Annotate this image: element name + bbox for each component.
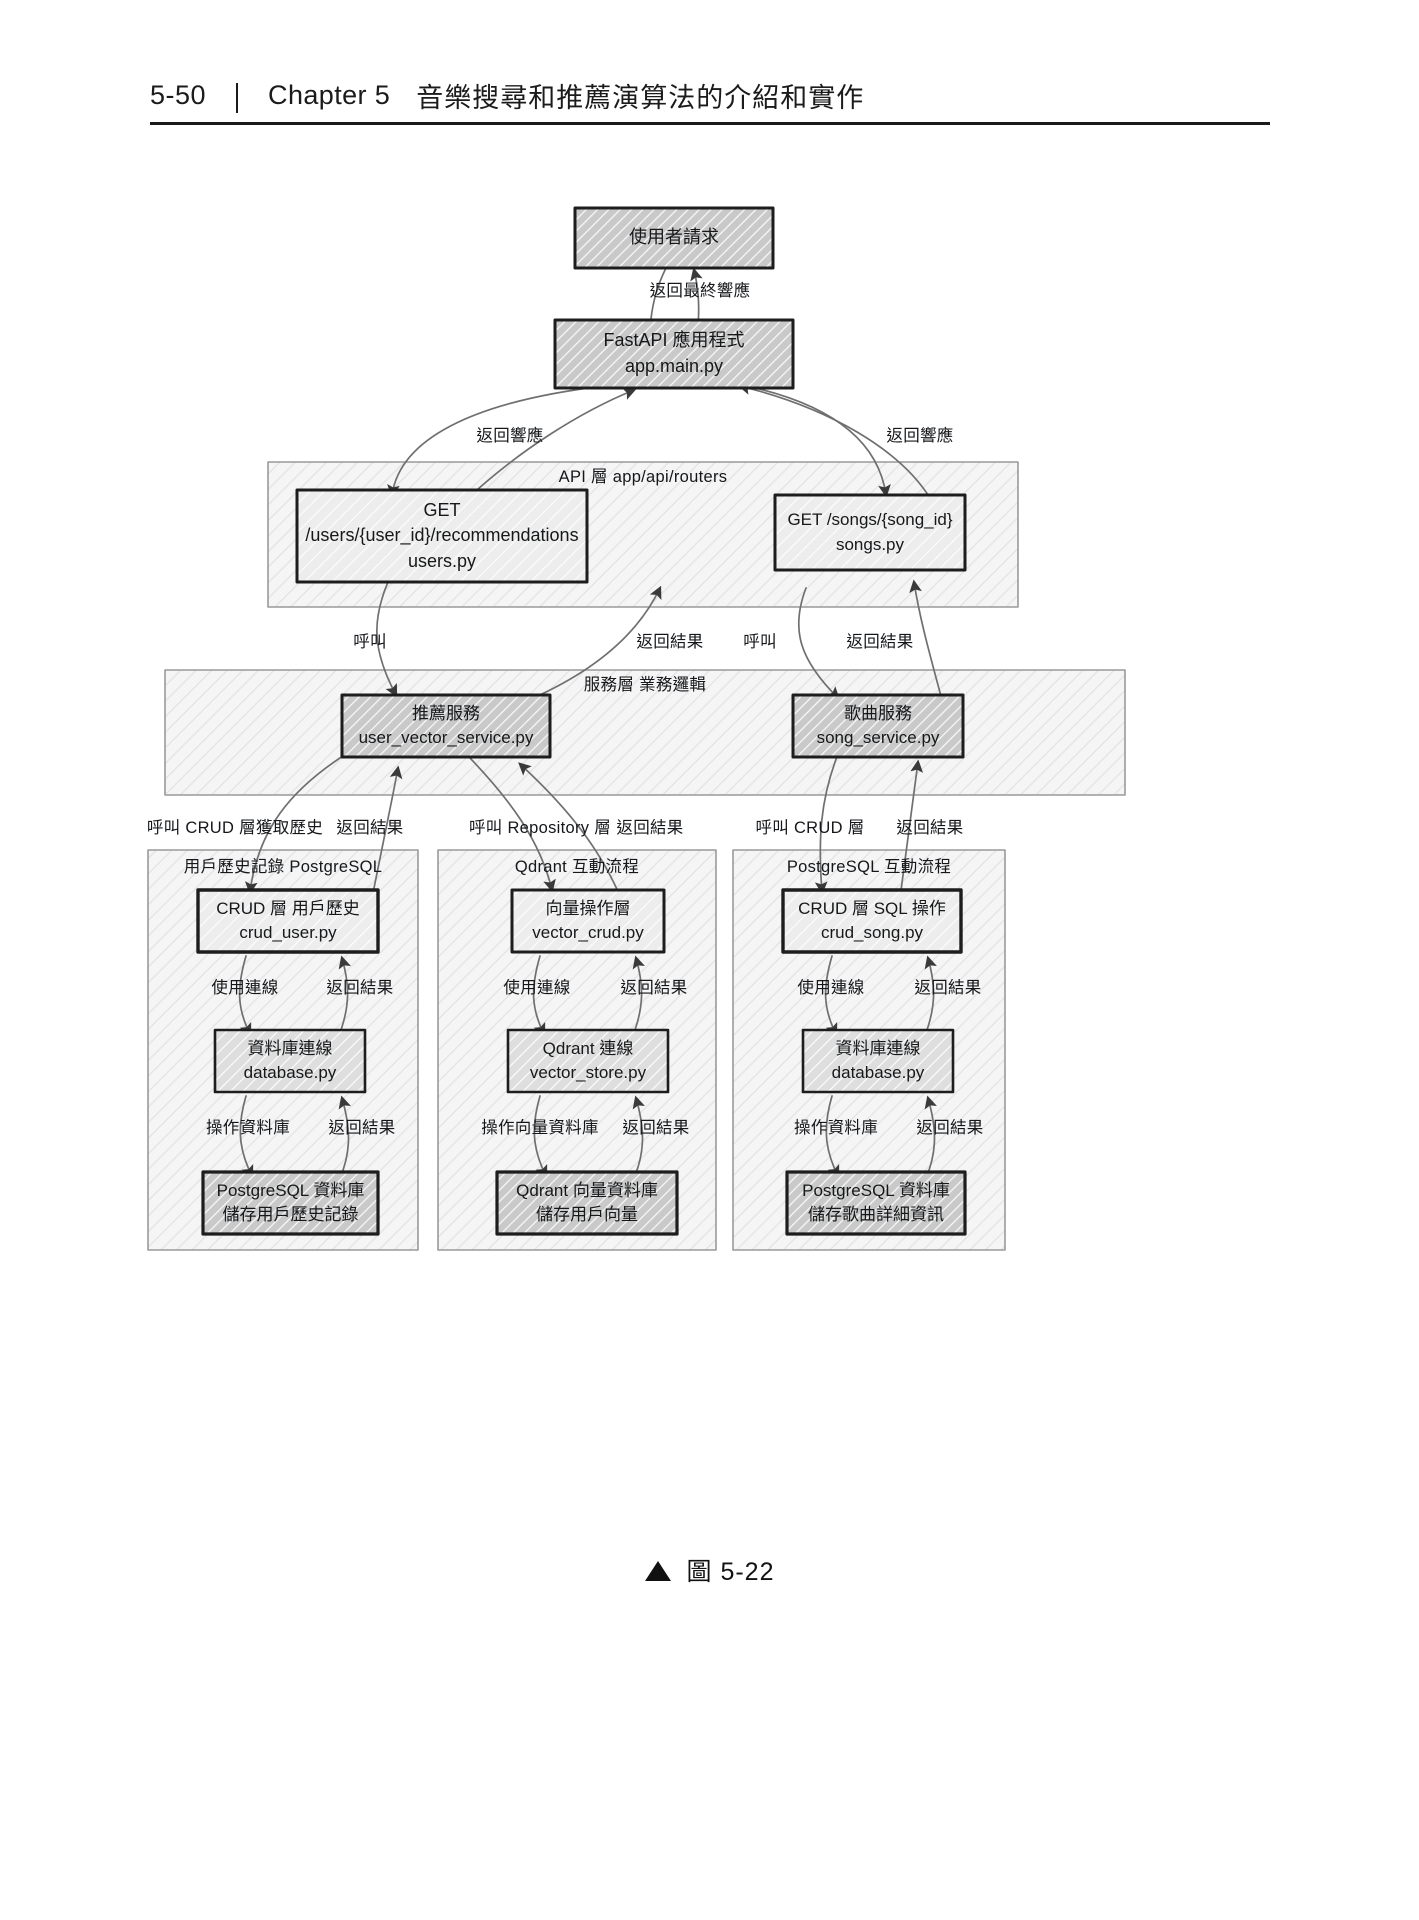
cluster-qdrant-flow-label: Qdrant 互動流程 (514, 858, 640, 876)
node-song-service (791, 693, 965, 759)
cluster-user-history-label: 用戶歷史記錄 PostgreSQL (183, 858, 383, 876)
architecture-diagram: 使用者請求 FastAPI 應用程式 app.main.py GET /user… (0, 150, 1419, 1530)
node-get-recommendations (295, 488, 589, 584)
page-folio: 5-50 (150, 80, 207, 110)
edge-label-use-conn-1: 使用連線 (211, 979, 279, 997)
triangle-icon (644, 1561, 671, 1581)
edge-label-result-conn-1: 返回結果 (326, 979, 394, 997)
node-crud-user (196, 888, 380, 954)
edge-label-call-left: 呼叫 (353, 633, 387, 651)
node-get-song (773, 493, 967, 572)
diagram-canvas (147, 206, 1126, 1251)
edge-label-result-conn-2: 返回結果 (620, 979, 688, 997)
node-fastapi (553, 318, 795, 390)
edge-label-result-right: 返回結果 (846, 633, 914, 651)
edge-label-response-right: 返回響應 (886, 427, 954, 445)
cluster-api-layer-label: API 層 app/api/routers (558, 468, 728, 486)
edge-label-result-conn-3: 返回結果 (914, 979, 982, 997)
node-pg-user-db (201, 1170, 380, 1236)
node-qdrant-db (495, 1170, 679, 1236)
figure-caption-text: 圖 5-22 (686, 1558, 775, 1586)
node-vector-crud (510, 888, 666, 954)
cluster-postgres-flow-label: PostgreSQL 互動流程 (786, 858, 952, 876)
chapter-title: 音樂搜尋和推薦演算法的介紹和實作 (416, 83, 865, 113)
node-pg-song-db (785, 1170, 967, 1236)
node-user-request (573, 206, 775, 270)
edge-label-result-db-3: 返回結果 (916, 1119, 984, 1137)
edge-label-op-db-3: 操作資料庫 (794, 1119, 878, 1137)
page-header: 5-50 Chapter 5 音樂搜尋和推薦演算法的介紹和實作 (0, 0, 1419, 130)
edge-label-response-left: 返回響應 (476, 427, 544, 445)
edge-label-call-crud: 呼叫 CRUD 層 (755, 819, 865, 837)
node-db-conn-left (213, 1028, 367, 1094)
header-row: 5-50 Chapter 5 音樂搜尋和推薦演算法的介紹和實作 (150, 76, 864, 115)
edge-label-call-right: 呼叫 (743, 633, 777, 651)
node-qdrant-conn (506, 1028, 670, 1094)
edge-label-result-vec-db: 返回結果 (622, 1119, 690, 1137)
edge-label-result-left: 返回結果 (636, 633, 704, 651)
edge-label-result-db-1: 返回結果 (328, 1119, 396, 1137)
edge-label-call-crud-history: 呼叫 CRUD 層獲取歷史 (146, 819, 324, 837)
edge-label-call-repository: 呼叫 Repository 層 (468, 819, 612, 837)
edge-label-final-response: 返回最終響應 (649, 282, 751, 300)
node-crud-song (781, 888, 963, 954)
edge-label-op-vec-db: 操作向量資料庫 (481, 1119, 599, 1137)
node-recommend-service (340, 693, 552, 759)
cluster-service-layer (164, 669, 1126, 796)
cluster-service-layer-label: 服務層 業務邏輯 (583, 676, 707, 694)
figure-caption: 圖 5-22 (0, 1552, 1419, 1588)
header-divider (236, 82, 239, 113)
edge-label-result-crud: 返回結果 (896, 819, 964, 837)
edge-label-op-db-1: 操作資料庫 (206, 1119, 290, 1137)
edge-label-use-conn-3: 使用連線 (797, 979, 865, 997)
edge-label-result-crud-history: 返回結果 (336, 819, 404, 837)
header-rule (150, 122, 1270, 125)
edge-label-use-conn-2: 使用連線 (503, 979, 571, 997)
edge-label-result-repository: 返回結果 (616, 819, 684, 837)
chapter-number: Chapter 5 (268, 80, 391, 110)
node-db-conn-right (801, 1028, 955, 1094)
